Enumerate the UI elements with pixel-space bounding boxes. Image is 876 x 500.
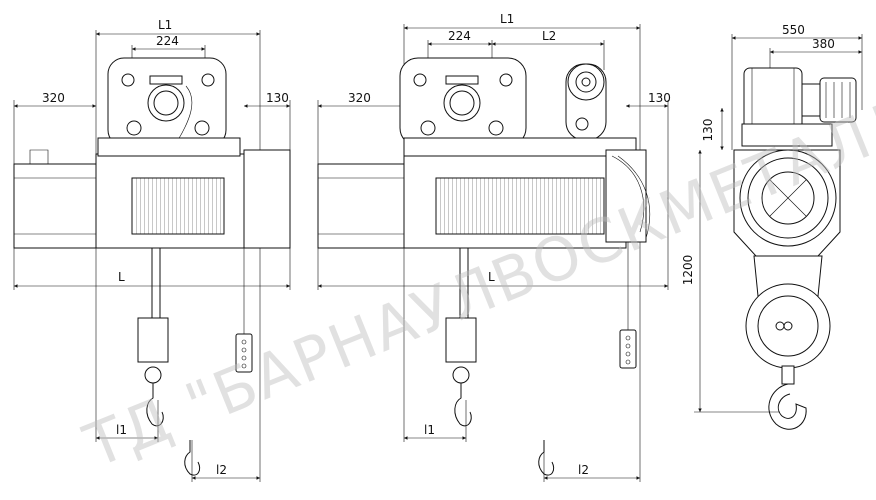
side-trolley xyxy=(741,67,857,147)
dim-label-l2-2: l2 xyxy=(578,463,589,477)
dim-label-l1-2: l1 xyxy=(424,423,435,437)
view-1-hoist-front: L1 224 320 130 L l1 l2 xyxy=(13,18,291,482)
view-2-hoist-front: L1 224 L2 320 130 L l1 l2 xyxy=(317,12,671,482)
dim-label-L1-2: L1 xyxy=(500,12,514,26)
dim-label-l1: l1 xyxy=(116,423,127,437)
motor-2 xyxy=(317,163,405,249)
dim-label-224: 224 xyxy=(156,34,179,48)
hoist-body-2 xyxy=(403,137,650,249)
view-3-hoist-side: 550 380 130 1200 xyxy=(681,23,863,430)
pendant-control xyxy=(235,248,253,373)
dim-label-550: 550 xyxy=(782,23,805,37)
dim-label-130: 130 xyxy=(266,91,289,105)
dim-label-380: 380 xyxy=(812,37,835,51)
dim-label-L2: L2 xyxy=(542,29,556,43)
hook-block xyxy=(137,248,169,427)
trolley-2 xyxy=(399,57,527,147)
dim-label-130-3: 130 xyxy=(701,119,715,142)
trolley xyxy=(107,57,227,147)
pendant-control-2 xyxy=(619,242,637,369)
hook-block-2 xyxy=(445,248,477,427)
dim-label-L: L xyxy=(118,270,125,284)
dim-label-130-2: 130 xyxy=(648,91,671,105)
side-housing xyxy=(733,149,841,257)
side-hook-block xyxy=(745,255,831,430)
idler-wheel xyxy=(565,63,607,141)
dim-label-1200: 1200 xyxy=(681,255,695,286)
dim-label-320-2: 320 xyxy=(348,91,371,105)
bottom-hook-2 xyxy=(538,440,555,476)
dim-label-L1: L1 xyxy=(158,18,172,32)
motor xyxy=(13,149,97,249)
dim-label-320: 320 xyxy=(42,91,65,105)
dim-label-L-2: L xyxy=(488,270,495,284)
dim-label-224-2: 224 xyxy=(448,29,471,43)
hoist-body xyxy=(95,137,291,249)
bottom-hook xyxy=(184,440,201,476)
dim-label-l2: l2 xyxy=(216,463,227,477)
